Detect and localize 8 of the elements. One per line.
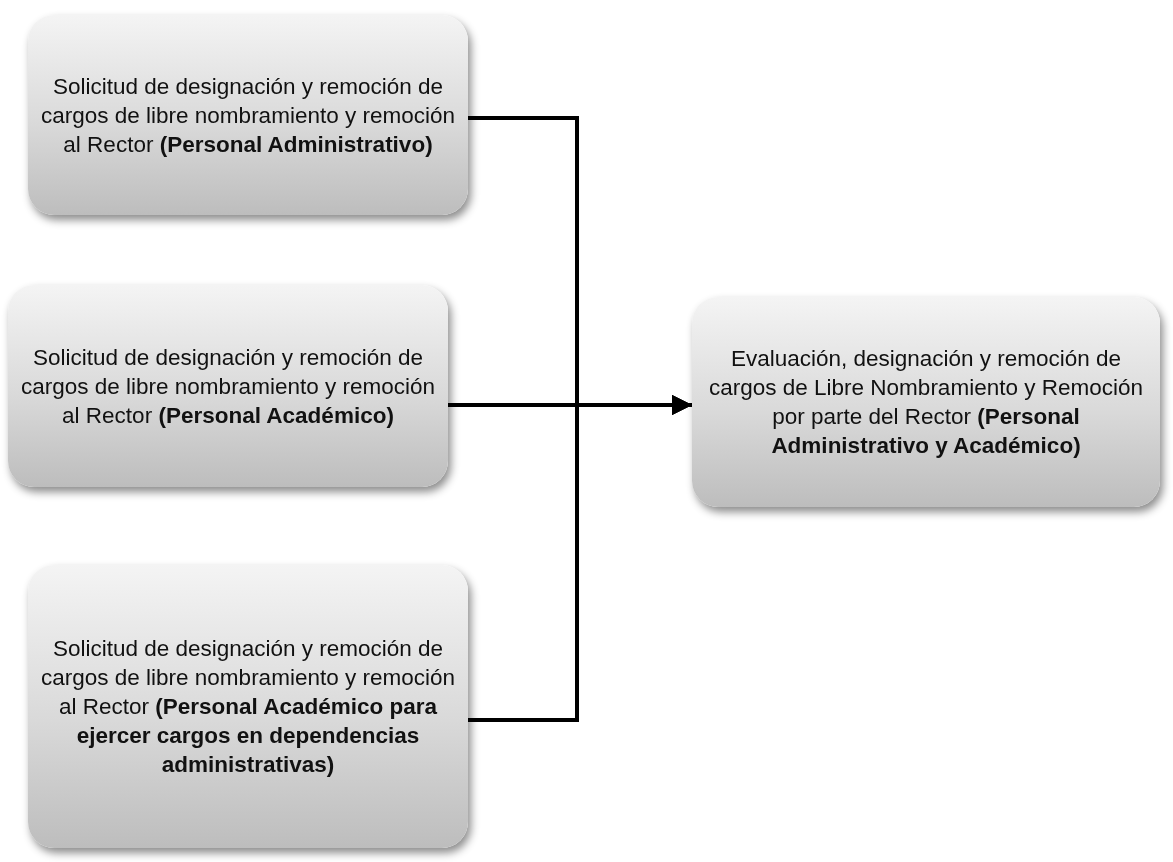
box-text: Solicitud de designación y remoción de cargos de libre nombramiento y remoción al Rector (Personal Académico para ejercer cargos en dependencias administrativas) [40, 635, 456, 779]
process-box [692, 297, 1160, 507]
process-box [8, 285, 448, 487]
process-box [28, 15, 468, 215]
process-box [28, 565, 468, 848]
box-text: Solicitud de designación y remoción de cargos de libre nombramiento y remoción al Rector (Personal Administrativo) [40, 72, 456, 159]
box-text: Solicitud de designación y remoción de cargos de libre nombramiento y remoción al Rector (Personal Académico) [20, 343, 436, 430]
box-text: Evaluación, designación y remoción de cargos de Libre Nombramiento y Remoción por parte del Rector (Personal Administrativo y Académico) [708, 345, 1144, 460]
